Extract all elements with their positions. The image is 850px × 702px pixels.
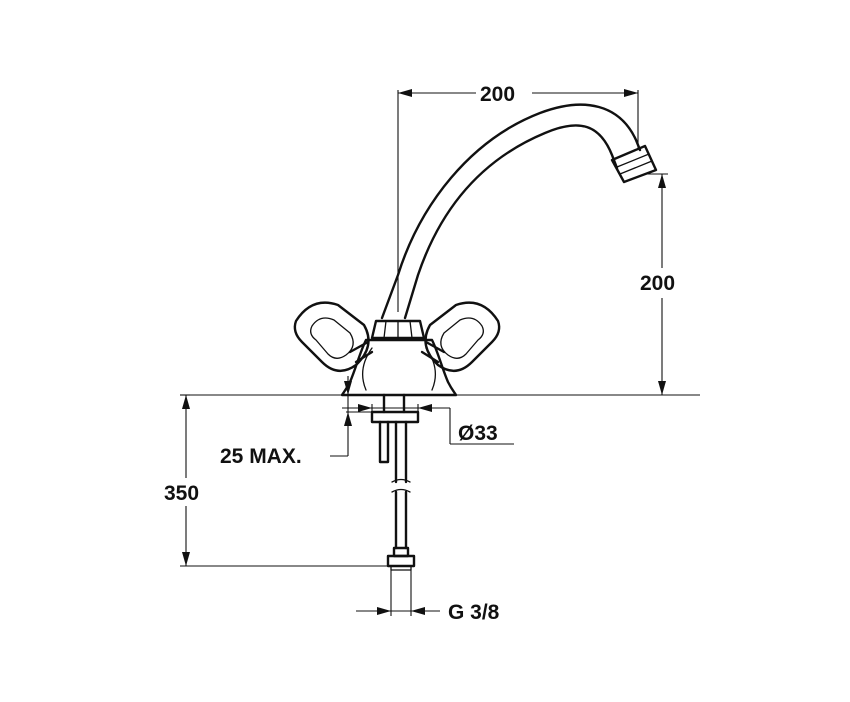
aerator (610, 144, 658, 184)
counter-arrow-top (344, 381, 352, 395)
threaded-rod (378, 420, 390, 464)
left-handle-stem (348, 340, 374, 364)
thread-arrow-left (377, 607, 391, 615)
dia-arrow-right (418, 404, 432, 412)
hose-thread (390, 565, 412, 571)
reach-label-bg (476, 80, 532, 106)
hose-label-bg (160, 478, 216, 506)
swivel-nut (370, 319, 426, 340)
dimension-labels: 200 200 Ø33 25 MAX. 350 G 3/8 (164, 83, 675, 624)
reach-arrow-right (624, 89, 638, 97)
supply-pipe-lower (394, 490, 408, 550)
hose-length-label: 350 (164, 482, 199, 505)
left-handle (293, 301, 374, 372)
counter-arrow-bottom (344, 412, 352, 426)
spout-inner (403, 124, 619, 320)
dia-arrow-left (358, 404, 372, 412)
height-arrow-top (658, 174, 666, 188)
swivel-nut-facets (383, 320, 413, 339)
pipe-break-bottom (391, 488, 411, 493)
left-handle-outer (293, 301, 370, 372)
hose-thread-label: G 3/8 (448, 601, 500, 624)
faucet-outline (186, 103, 700, 571)
hose-nut (386, 554, 416, 568)
left-handle-inner (310, 317, 354, 359)
supply-pipe-upper (394, 420, 408, 484)
hose-arrow-top (182, 395, 190, 409)
right-handle-outer (424, 301, 501, 372)
reach-arrow-left (398, 89, 412, 97)
spout-reach-label: 200 (480, 83, 515, 106)
base-diameter-label: Ø33 (458, 422, 498, 445)
right-handle-stem (420, 340, 446, 364)
dimension-lines (160, 80, 692, 616)
right-handle-inner (440, 317, 484, 359)
hose-arrow-bottom (182, 552, 190, 566)
counter-thickness-label: 25 MAX. (220, 445, 302, 468)
body-shading-left (361, 347, 373, 391)
thread-arrow-right (411, 607, 425, 615)
right-handle (420, 301, 501, 372)
height-arrow-bottom (658, 381, 666, 395)
spout-outer (380, 103, 642, 320)
aerator-ring (616, 153, 653, 175)
spout-height-label: 200 (640, 272, 675, 295)
fixing-shank (382, 393, 406, 414)
height-label-bg (636, 268, 692, 298)
fixing-washer (370, 410, 420, 424)
pipe-break-top (391, 478, 411, 483)
